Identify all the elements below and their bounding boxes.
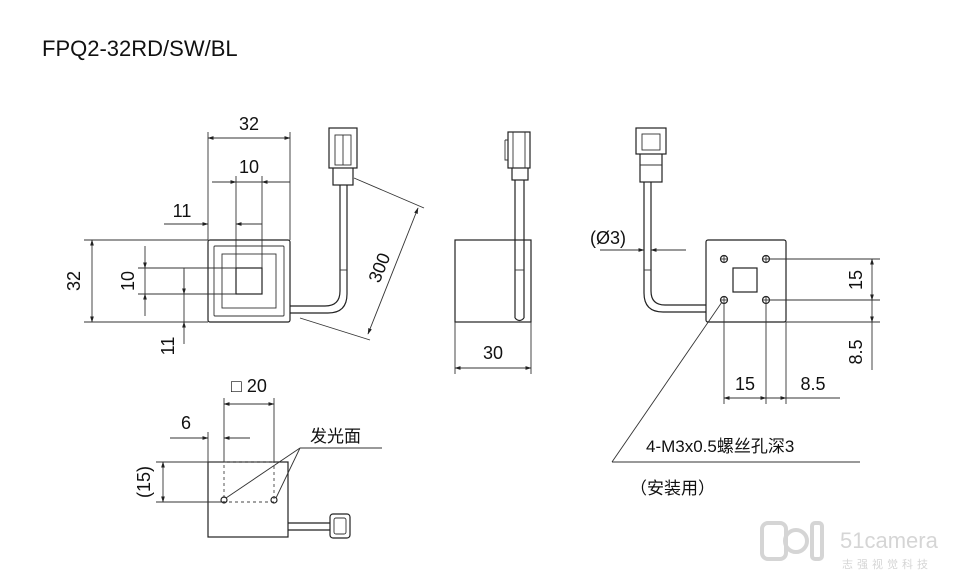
mount-note: （安装用） — [630, 479, 715, 498]
front-emit-area — [221, 253, 277, 309]
side-body — [454, 239, 532, 323]
hole-note: 4-M3x0.5螺丝孔深3 — [646, 437, 794, 456]
watermark-subtitle: 志强视觉科技 — [842, 557, 932, 571]
emit-label: 发光面 — [310, 427, 361, 446]
front-width-label: 32 — [239, 114, 259, 134]
brand-logo-icon — [760, 521, 824, 561]
back-cable — [650, 182, 706, 306]
cable-length-label: 300 — [365, 250, 395, 285]
hole-v-pitch-label: 15 — [846, 270, 866, 290]
hole-v-offset-label: 8.5 — [846, 339, 866, 364]
watermark: 51camera 志强视觉科技 — [760, 521, 939, 571]
front-inner-height-label: 10 — [118, 271, 138, 291]
bottom-emit-area — [223, 461, 275, 503]
back-window — [732, 267, 758, 293]
mount-hole — [719, 254, 771, 305]
front-view: 32 10 11 32 10 11 300 — [64, 114, 425, 356]
side-cable — [514, 180, 525, 318]
side-view: 30 — [454, 131, 532, 374]
model-title: FPQ2-32RD/SW/BL — [42, 36, 238, 61]
front-cable — [290, 185, 341, 307]
front-height-label: 32 — [64, 271, 84, 291]
front-left-offset-label: 11 — [173, 201, 192, 221]
bottom-connector — [329, 513, 351, 539]
hole-h-offset-label: 8.5 — [800, 374, 825, 394]
side-depth-label: 30 — [483, 343, 503, 363]
bottom-cable — [288, 522, 330, 531]
front-frame — [213, 245, 285, 317]
front-inner-width-label: 10 — [239, 157, 259, 177]
cable-dia-label: (Ø3) — [590, 228, 626, 248]
front-window — [235, 267, 263, 295]
watermark-brand: 51camera — [840, 528, 939, 553]
back-body — [705, 239, 787, 323]
bottom-view: □ 20 6 发光面 (15) — [134, 376, 382, 539]
bottom-height-label: (15) — [134, 466, 154, 498]
back-connector — [639, 151, 663, 183]
bottom-body — [207, 461, 289, 538]
hole-h-pitch-label: 15 — [735, 374, 755, 394]
emit-size-label: □ 20 — [231, 376, 267, 396]
bottom-offset-label: 6 — [181, 413, 191, 433]
front-body — [207, 239, 291, 323]
back-view: (Ø3) 15 8.5 15 8.5 4-M3x0.5螺丝孔深3 （安装用） — [590, 127, 880, 498]
front-bottom-offset-label: 11 — [158, 337, 178, 356]
